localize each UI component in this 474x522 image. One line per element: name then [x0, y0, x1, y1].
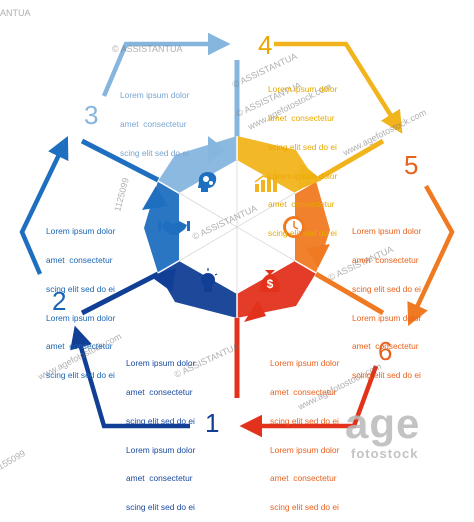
arrowhead-dark-blue	[150, 268, 176, 292]
lightbulb-icon	[198, 268, 218, 292]
step-number-2: 2	[52, 286, 67, 316]
arrowhead-blue	[142, 186, 168, 210]
outer-arrow-4-to-5	[274, 41, 403, 134]
step-text-5: Lorem ipsum dolor amet consectetur scing…	[352, 226, 422, 381]
outer-arrow-3-to-4	[101, 32, 231, 97]
spoke-bottom-right	[314, 271, 385, 316]
outer-arrow-2-to-3	[19, 135, 69, 275]
outer-arrow-1-to-2	[70, 325, 190, 429]
step-text-3: Lorem ipsum dolor amet consectetur scing…	[120, 90, 190, 158]
six-step-cycle-infographic: $ www.agefotostock.com www.agefotostock.…	[0, 8, 455, 472]
step-text-4: Lorem ipsum dolor amet consectetur scing…	[268, 84, 338, 239]
spoke-top-right	[314, 138, 385, 183]
arrowhead-red	[244, 300, 266, 322]
watermark-image-id-partial: 155099	[0, 448, 27, 472]
money-bag-icon: $	[260, 270, 280, 292]
svg-text:$: $	[267, 277, 274, 291]
arrowhead-yellow	[298, 162, 322, 190]
outer-arrow-5-to-6	[407, 184, 455, 327]
agefotostock-logo: age fotostock	[345, 400, 467, 462]
step-number-4: 4	[258, 30, 273, 60]
watermark-author-short: ANTUA	[0, 8, 31, 18]
spoke-bottom-left	[80, 271, 160, 316]
step-number-5: 5	[404, 150, 419, 180]
spoke-top-left	[80, 138, 160, 183]
outer-arrow-6-to-1	[239, 365, 379, 438]
step-number-6: 6	[378, 336, 393, 366]
step-number-1: 1	[205, 408, 220, 438]
step-number-3: 3	[84, 100, 99, 130]
arrowhead-orange	[306, 244, 330, 268]
spokes	[80, 60, 385, 398]
growth-chart-icon	[254, 169, 278, 192]
handshake-icon	[158, 221, 190, 235]
step-text-1: Lorem ipsum dolor amet consectetur scing…	[126, 358, 196, 513]
clock-icon	[283, 216, 305, 238]
outer-arrow-ring	[19, 32, 455, 438]
gears-head-icon	[198, 172, 217, 192]
arrowhead-light-blue	[208, 136, 226, 163]
step-text-6: Lorem ipsum dolor amet consectetur scing…	[270, 358, 340, 513]
step-text-2: Lorem ipsum dolor amet consectetur scing…	[46, 226, 116, 381]
watermark-author-1: © ASSISTANTUA	[112, 44, 182, 54]
logo-line-2: fotostock	[351, 446, 419, 461]
logo-line-1: age	[345, 400, 421, 447]
